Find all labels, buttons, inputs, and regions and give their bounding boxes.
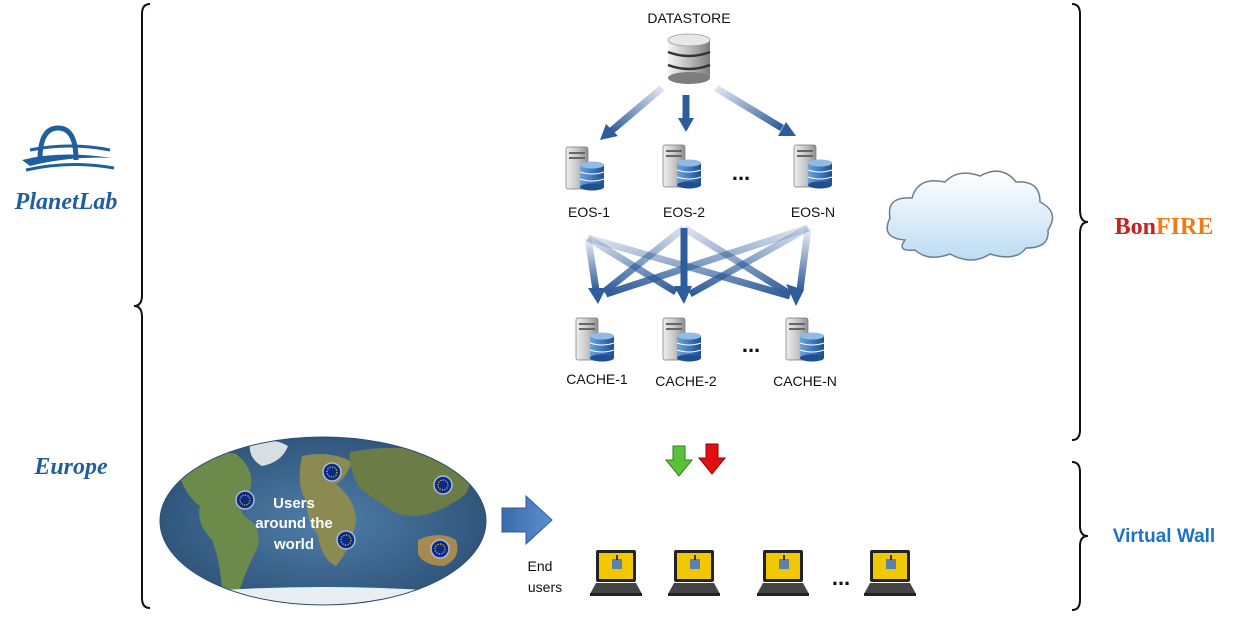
eos-1-label: EOS-1 (568, 204, 610, 220)
eos-1-server-icon (565, 146, 605, 191)
end-users-ellipsis: ... (832, 565, 850, 590)
right-brace-virtual-wall (1071, 461, 1089, 611)
laptop-2-icon (668, 550, 720, 596)
world-map: Users around the world (159, 436, 487, 606)
datastore-label: DATASTORE (647, 10, 730, 26)
datastore-icon (667, 33, 711, 84)
cloud-icon (886, 170, 1054, 261)
right-brace-bonfire (1071, 3, 1089, 441)
upload-arrow-icon (664, 445, 694, 477)
map-text-line1: Users (273, 495, 315, 512)
eos-ellipsis: ... (732, 160, 750, 185)
end-users-line1: End (528, 558, 553, 574)
laptop-3-icon (757, 550, 809, 596)
end-users-line2: users (528, 579, 562, 595)
eos-2-server-icon (662, 144, 702, 189)
bonfire-prefix: Bon (1115, 214, 1156, 240)
europe-label: Europe (33, 454, 108, 480)
bonfire-suffix: FIRE (1156, 214, 1213, 240)
laptop-1-icon (590, 550, 642, 596)
cache-1-label: CACHE-1 (566, 371, 628, 387)
eu-flag-marker-icon (235, 462, 453, 559)
mesh-arrowheads (588, 284, 804, 306)
datastore-eos-arrows (600, 85, 796, 140)
left-brace (133, 3, 151, 609)
cache-ellipsis: ... (742, 332, 760, 357)
planetlab-label: PlanetLab (14, 189, 118, 215)
cache-2-server-icon (662, 317, 702, 362)
eos-2-label: EOS-2 (663, 204, 705, 220)
cache-1-server-icon (575, 317, 615, 362)
cache-2-label: CACHE-2 (655, 373, 717, 389)
eos-cache-mesh-arrows (584, 224, 812, 300)
laptop-4-icon (864, 550, 916, 596)
eos-n-label: EOS-N (791, 204, 835, 220)
download-arrow-icon (697, 443, 727, 475)
flow-right-arrow-icon (501, 494, 553, 546)
planetlab-logo: PlanetLab (14, 125, 118, 215)
cache-n-server-icon (785, 317, 825, 362)
virtual-wall-label: Virtual Wall (1113, 526, 1215, 547)
eos-n-server-icon (793, 144, 833, 189)
map-text-line2: around the (255, 515, 333, 532)
bonfire-logo: BonFIRE (1115, 214, 1214, 240)
cache-n-label: CACHE-N (773, 373, 837, 389)
map-text-line3: world (273, 536, 314, 553)
